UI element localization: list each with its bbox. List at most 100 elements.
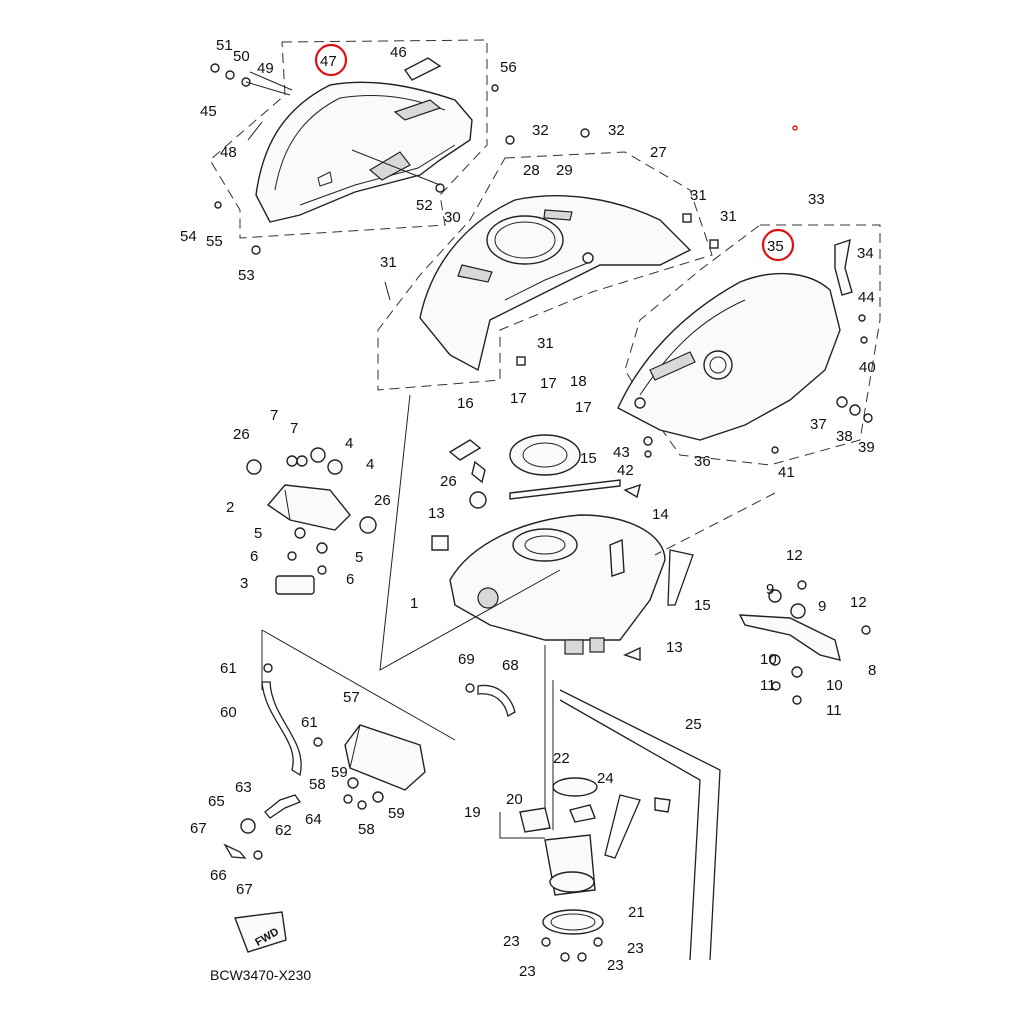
- part-label-26-2: 26: [440, 473, 457, 490]
- part-label-13: 13: [428, 505, 445, 522]
- part-label-35: 35: [767, 238, 784, 255]
- part-label-31-4: 31: [537, 335, 554, 352]
- part-label-28: 28: [523, 162, 540, 179]
- part-label-46: 46: [390, 44, 407, 61]
- part-label-60: 60: [220, 704, 237, 721]
- part-label-23-2: 23: [627, 940, 644, 957]
- part-label-27: 27: [650, 144, 667, 161]
- part-label-66: 66: [210, 867, 227, 884]
- part-label-15: 15: [580, 450, 597, 467]
- part-label-68: 68: [502, 657, 519, 674]
- part-label-62: 62: [275, 822, 292, 839]
- part-label-51: 51: [216, 37, 233, 54]
- part-label-59-2: 59: [388, 805, 405, 822]
- part-label-29: 29: [556, 162, 573, 179]
- part-label-31-2: 31: [720, 208, 737, 225]
- part-label-10-2: 10: [826, 677, 843, 694]
- part-label-54: 54: [180, 228, 197, 245]
- part-label-15-2: 15: [694, 597, 711, 614]
- highlight-circle-47: [314, 43, 348, 77]
- part-label-36: 36: [694, 453, 711, 470]
- part-label-64: 64: [305, 811, 322, 828]
- part-label-23-4: 23: [607, 957, 624, 974]
- diagram-code: BCW3470-X230: [210, 967, 311, 983]
- part-label-39: 39: [858, 439, 875, 456]
- part-label-11: 11: [760, 677, 776, 694]
- part-label-4: 4: [345, 435, 353, 452]
- part-label-12: 12: [786, 547, 803, 564]
- front-bracket-group: [246, 447, 377, 595]
- canister-group: [223, 629, 456, 953]
- part-label-49: 49: [257, 60, 274, 77]
- part-label-24: 24: [597, 770, 614, 787]
- part-label-23: 23: [503, 933, 520, 950]
- part-label-42: 42: [617, 462, 634, 479]
- part-label-47: 47: [320, 53, 337, 70]
- rear-bracket-group: [738, 580, 871, 705]
- part-label-40: 40: [859, 359, 876, 376]
- part-label-22: 22: [553, 750, 570, 767]
- part-label-69: 69: [458, 651, 475, 668]
- part-label-5-2: 5: [355, 549, 363, 566]
- part-label-52: 52: [416, 197, 433, 214]
- part-label-19: 19: [464, 804, 481, 821]
- part-label-67-2: 67: [236, 881, 253, 898]
- front-cover-group: [209, 39, 499, 255]
- part-label-2: 2: [226, 499, 234, 516]
- part-label-53: 53: [238, 267, 255, 284]
- part-label-6: 6: [250, 548, 258, 565]
- part-label-38: 38: [836, 428, 853, 445]
- part-label-9: 9: [766, 581, 774, 598]
- part-label-7: 7: [270, 407, 278, 424]
- part-label-17-2: 17: [540, 375, 557, 392]
- part-label-30: 30: [444, 209, 461, 226]
- part-label-41: 41: [778, 464, 795, 481]
- part-label-12-2: 12: [850, 594, 867, 611]
- part-label-37: 37: [810, 416, 827, 433]
- part-label-59: 59: [331, 764, 348, 781]
- part-label-13-2: 13: [666, 639, 683, 656]
- fuel-tank-group: [379, 394, 776, 671]
- part-label-61: 61: [220, 660, 237, 677]
- top-cover-group: [377, 128, 719, 391]
- part-label-48: 48: [220, 144, 237, 161]
- part-label-67: 67: [190, 820, 207, 837]
- fuel-pump-group: [465, 645, 721, 962]
- part-label-57: 57: [343, 689, 360, 706]
- part-label-20: 20: [506, 791, 523, 808]
- part-label-7-2: 7: [290, 420, 298, 437]
- part-label-31: 31: [690, 187, 707, 204]
- part-label-16: 16: [457, 395, 474, 412]
- part-label-14: 14: [652, 506, 669, 523]
- part-label-58: 58: [309, 776, 326, 793]
- part-label-34: 34: [857, 245, 874, 262]
- part-label-33: 33: [808, 191, 825, 208]
- part-label-26-3: 26: [374, 492, 391, 509]
- part-label-5: 5: [254, 525, 262, 542]
- part-label-63: 63: [235, 779, 252, 796]
- part-label-17-3: 17: [575, 399, 592, 416]
- part-label-50: 50: [233, 48, 250, 65]
- part-label-32-2: 32: [608, 122, 625, 139]
- part-label-11-2: 11: [826, 702, 842, 719]
- part-label-26: 26: [233, 426, 250, 443]
- part-label-18: 18: [570, 373, 587, 390]
- part-label-65: 65: [208, 793, 225, 810]
- part-label-4-2: 4: [366, 456, 374, 473]
- part-label-6-2: 6: [346, 571, 354, 588]
- part-label-58-2: 58: [358, 821, 375, 838]
- part-label-61-2: 61: [301, 714, 318, 731]
- part-label-10: 10: [760, 651, 777, 668]
- part-label-45: 45: [200, 103, 217, 120]
- part-label-8: 8: [868, 662, 876, 679]
- part-label-9-2: 9: [818, 598, 826, 615]
- part-label-56: 56: [500, 59, 517, 76]
- part-label-55: 55: [206, 233, 223, 250]
- part-label-43: 43: [613, 444, 630, 461]
- part-label-3: 3: [240, 575, 248, 592]
- part-label-32: 32: [532, 122, 549, 139]
- highlight-circle-35: [761, 228, 795, 262]
- part-label-44: 44: [858, 289, 875, 306]
